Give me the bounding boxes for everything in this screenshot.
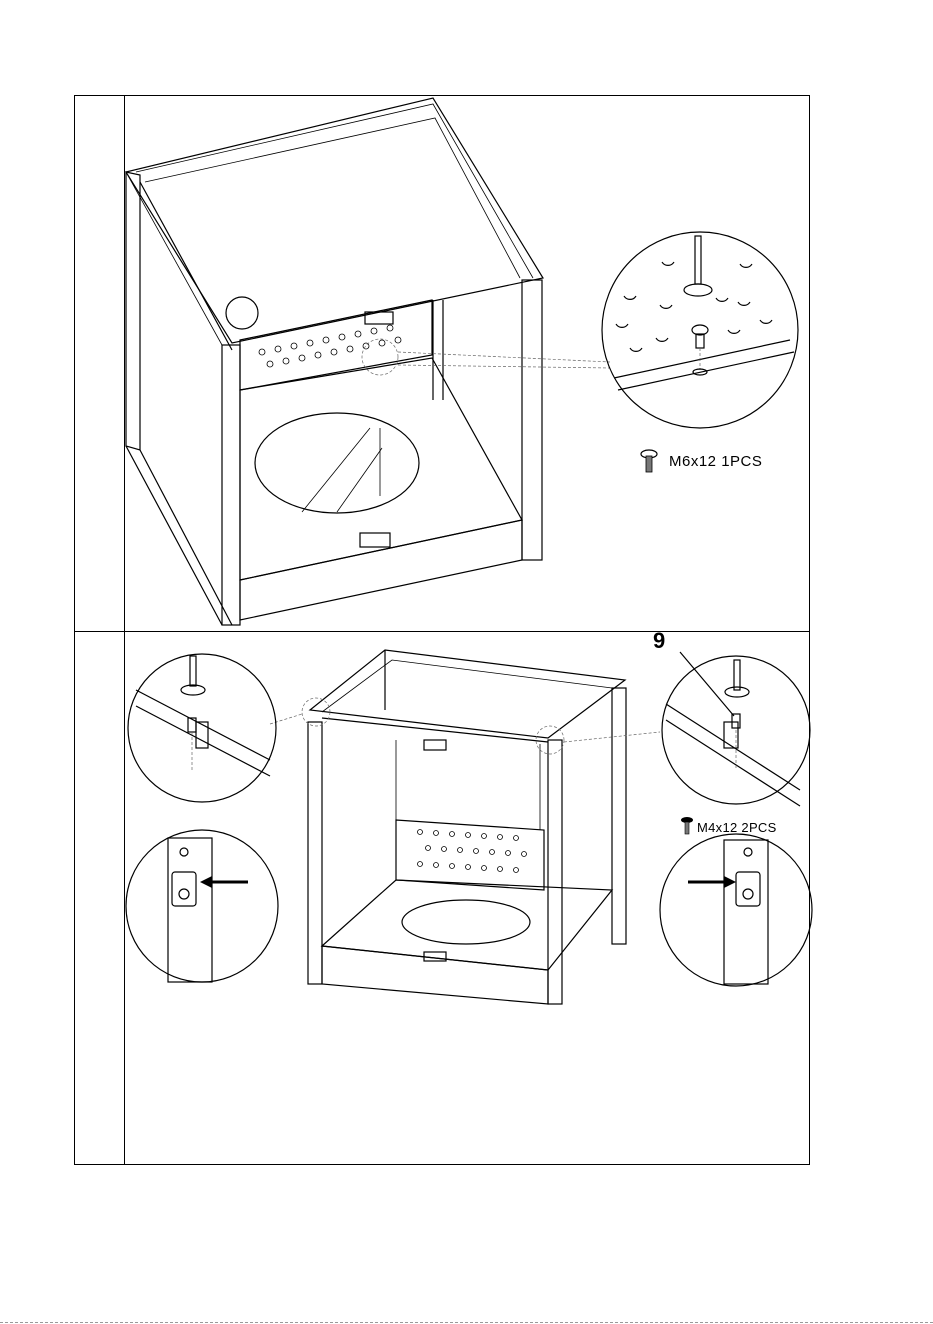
step2-right-bracket-circle [660, 834, 812, 986]
step2-left-arrow-icon [200, 876, 248, 888]
bottom-panel-opening-2 [402, 900, 530, 944]
step2-left-bracket-circle [126, 830, 278, 982]
part-callout-number: 9 [653, 628, 665, 654]
page-bottom-edge [0, 1322, 933, 1323]
step2-right-arrow-icon [688, 876, 736, 888]
cabinet-top-frame [310, 650, 625, 738]
step2-left-detail-circle [128, 654, 276, 802]
step2-screw-spec: M4x12 2PCS [697, 820, 777, 835]
step2-screw-icon [681, 817, 693, 834]
